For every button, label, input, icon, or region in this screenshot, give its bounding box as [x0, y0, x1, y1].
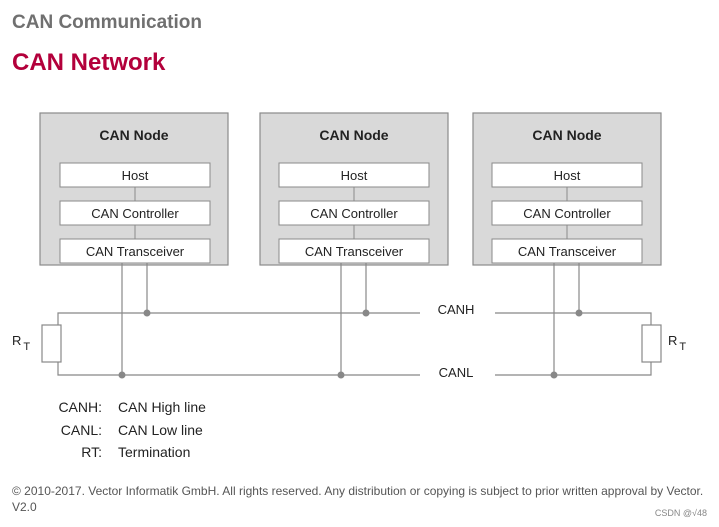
legend-value: CAN Low line	[118, 421, 203, 438]
node-drop-lines	[121, 263, 580, 375]
transceiver-label: CAN Transceiver	[305, 244, 404, 259]
legend-value: Termination	[118, 444, 191, 461]
canl-bus-line	[57, 362, 652, 376]
can-node-2: CAN Node Host CAN Controller CAN Transce…	[259, 112, 449, 266]
controller-label: CAN Controller	[523, 206, 611, 221]
legend-row: CANH: CAN High line	[44, 396, 206, 419]
transceiver-label: CAN Transceiver	[518, 244, 617, 259]
can-node-1: CAN Node Host CAN Controller CAN Transce…	[39, 112, 229, 266]
termination-resistor-right	[641, 324, 662, 363]
legend-row: RT: Termination	[44, 441, 206, 464]
watermark: CSDN @√48	[654, 508, 707, 518]
canh-label: CANH	[438, 302, 475, 317]
legend-key: CANH:	[58, 399, 102, 416]
can-node-3: CAN Node Host CAN Controller CAN Transce…	[472, 112, 662, 266]
legend-key: CANL:	[60, 421, 102, 438]
node-title: CAN Node	[99, 127, 168, 143]
legend-value: CAN High line	[118, 399, 206, 416]
node-title: CAN Node	[532, 127, 601, 143]
host-label: Host	[341, 168, 368, 183]
copyright-footer: © 2010-2017. Vector Informatik GmbH. All…	[12, 484, 704, 514]
controller-label: CAN Controller	[91, 206, 179, 221]
termination-resistor-left	[41, 324, 62, 363]
node-title: CAN Node	[319, 127, 388, 143]
page-title: CAN Network	[12, 49, 166, 76]
junction-dots	[118, 309, 583, 379]
canl-label: CANL	[439, 365, 474, 380]
host-label: Host	[122, 168, 149, 183]
controller-label: CAN Controller	[310, 206, 398, 221]
transceiver-label: CAN Transceiver	[86, 244, 185, 259]
canh-bus-line	[57, 312, 652, 325]
legend-row: CANL: CAN Low line	[44, 419, 206, 442]
section-header: CAN Communication	[12, 12, 202, 33]
host-label: Host	[554, 168, 581, 183]
legend-key: RT:	[81, 444, 102, 461]
legend: CANH: CAN High line CANL: CAN Low line R…	[44, 396, 206, 464]
